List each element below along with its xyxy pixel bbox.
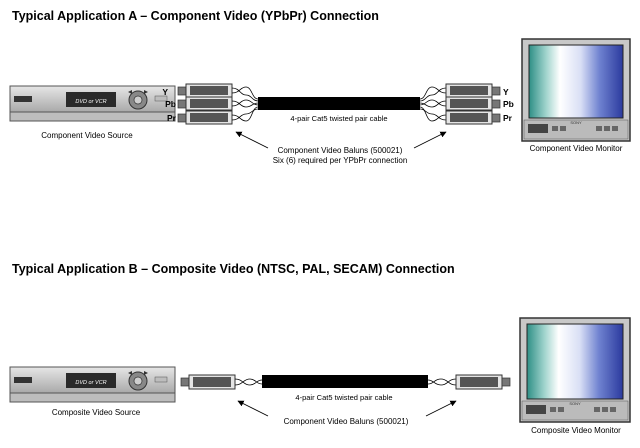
composite-source-label: Composite Video Source	[52, 408, 141, 417]
cable-label-b: 4-pair Cat5 twisted pair cable	[295, 393, 392, 402]
component-video-source-device: DVD or VCR	[9, 85, 176, 122]
arrow-right-baluns-b	[425, 400, 457, 417]
balun-left-pr	[177, 110, 233, 125]
arrow-left-baluns-a	[235, 131, 269, 149]
monitor-brand-a: SONY	[570, 120, 582, 125]
composite-monitor-label: Composite Video Monitor	[531, 426, 621, 435]
channel-label-right-y: Y	[503, 87, 509, 97]
channel-label-left-pr: Pr	[167, 113, 177, 123]
baluns-label-b: Component Video Baluns (500021)	[284, 417, 409, 426]
source-device-label-b: DVD or VCR	[75, 380, 106, 386]
balun-right-composite	[455, 374, 511, 390]
composite-video-monitor: SONY	[519, 317, 631, 423]
balun-right-pb	[445, 96, 501, 111]
channel-label-right-pr: Pr	[503, 113, 513, 123]
arrow-right-baluns-a	[413, 131, 447, 149]
balun-left-y	[177, 83, 233, 98]
balun-left-composite	[180, 374, 236, 390]
section-a-title: Typical Application A – Component Video …	[12, 9, 379, 23]
section-a: DVD or VCR Component Video Source Y Pb P…	[9, 38, 631, 165]
twisted-pairs-left-a	[231, 86, 259, 122]
baluns-label-a-line2: Six (6) required per YPbPr connection	[273, 156, 408, 165]
arrow-left-baluns-b	[237, 400, 269, 417]
monitor-brand-b: SONY	[569, 401, 581, 406]
baluns-label-a-line1: Component Video Baluns (500021)	[278, 146, 403, 155]
twisted-pair-right-b	[427, 378, 457, 386]
twisted-pair-left-b	[234, 378, 263, 386]
twisted-pairs-right-a	[419, 86, 447, 122]
composite-video-source-device: DVD or VCR	[9, 366, 176, 403]
channel-label-left-pb: Pb	[165, 99, 176, 109]
balun-right-pr	[445, 110, 501, 125]
channel-label-right-pb: Pb	[503, 99, 514, 109]
cat5-cable-b	[262, 375, 428, 388]
channel-label-left-y: Y	[162, 87, 168, 97]
source-device-label-a: DVD or VCR	[75, 99, 106, 105]
component-monitor-label: Component Video Monitor	[530, 144, 623, 153]
cable-label-a: 4-pair Cat5 twisted pair cable	[290, 114, 387, 123]
section-b: DVD or VCR Composite Video Source 4-pair…	[9, 317, 631, 435]
balun-right-y	[445, 83, 501, 98]
component-source-label: Component Video Source	[41, 131, 133, 140]
component-video-monitor: SONY	[521, 38, 631, 142]
cat5-cable-a	[258, 97, 420, 110]
balun-left-pb	[177, 96, 233, 111]
section-b-title: Typical Application B – Composite Video …	[12, 262, 455, 276]
